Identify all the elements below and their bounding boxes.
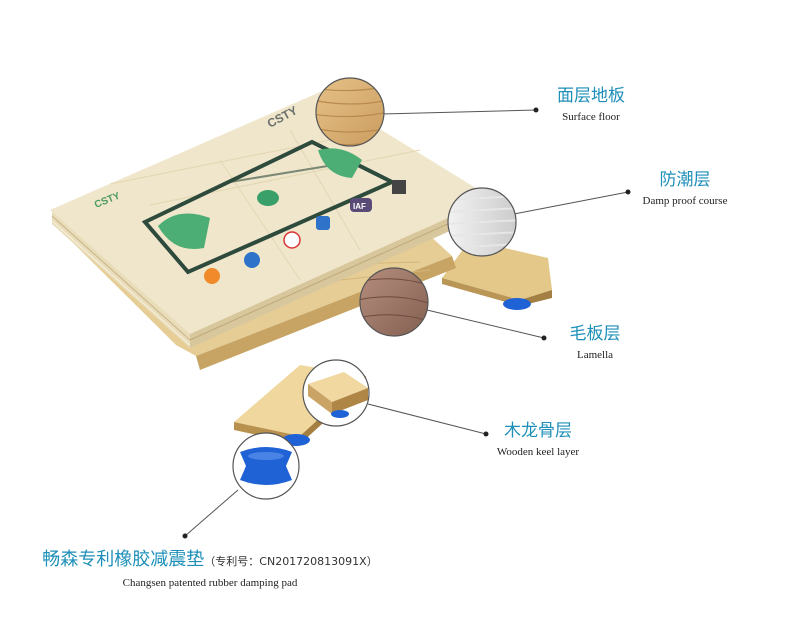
label-wooden-keel-cn: 木龙骨层: [504, 421, 572, 441]
qr-code-icon: [392, 180, 406, 194]
label-rubber-pad-cn: 畅森专利橡胶减震垫（专利号：CN201720813091X）: [20, 550, 400, 572]
label-damp-proof: 防潮层 Damp proof course: [630, 170, 740, 208]
zoom-surface-floor: [315, 77, 385, 147]
label-wooden-keel-en: Wooden keel layer: [496, 446, 580, 458]
label-surface-floor-en: Surface floor: [562, 111, 620, 123]
pad-patent-number: （专利号：CN201720813091X）: [204, 555, 378, 568]
badge-red-icon: [283, 231, 301, 249]
label-lamella: 毛板层 Lamella: [560, 324, 630, 362]
label-surface-floor-cn: 面层地板: [557, 86, 625, 106]
floor-assembly: CSTY CSTY IAF: [50, 92, 552, 446]
joist-back: [442, 240, 552, 306]
label-lamella-en: Lamella: [576, 349, 614, 361]
label-rubber-pad: 畅森专利橡胶减震垫（专利号：CN201720813091X） Changsen …: [20, 550, 400, 590]
leader-dots: [182, 107, 631, 539]
pad-title: 畅森专利橡胶减震垫: [42, 549, 205, 570]
zoom-rubber-pad: [232, 432, 300, 500]
badge-orange-icon: [204, 268, 220, 284]
leader-lines: [184, 109, 629, 537]
badge-iaf-icon: [350, 198, 372, 212]
label-surface-floor: 面层地板 Surface floor: [546, 86, 636, 124]
zoom-damp-proof: [447, 187, 517, 257]
badge-blue-icon: [244, 252, 260, 268]
zoom-wooden-keel: [302, 359, 370, 427]
badge-iaf-text: IAF: [353, 202, 366, 211]
label-damp-proof-cn: 防潮层: [659, 170, 711, 190]
zoom-lamella: [359, 267, 429, 337]
label-wooden-keel: 木龙骨层 Wooden keel layer: [486, 421, 590, 459]
badge-square-icon: [316, 216, 330, 230]
label-damp-proof-en: Damp proof course: [642, 195, 728, 207]
panel-edge: [51, 198, 493, 348]
label-lamella-cn: 毛板层: [569, 324, 621, 344]
label-rubber-pad-en: Changsen patented rubber damping pad: [122, 577, 298, 589]
